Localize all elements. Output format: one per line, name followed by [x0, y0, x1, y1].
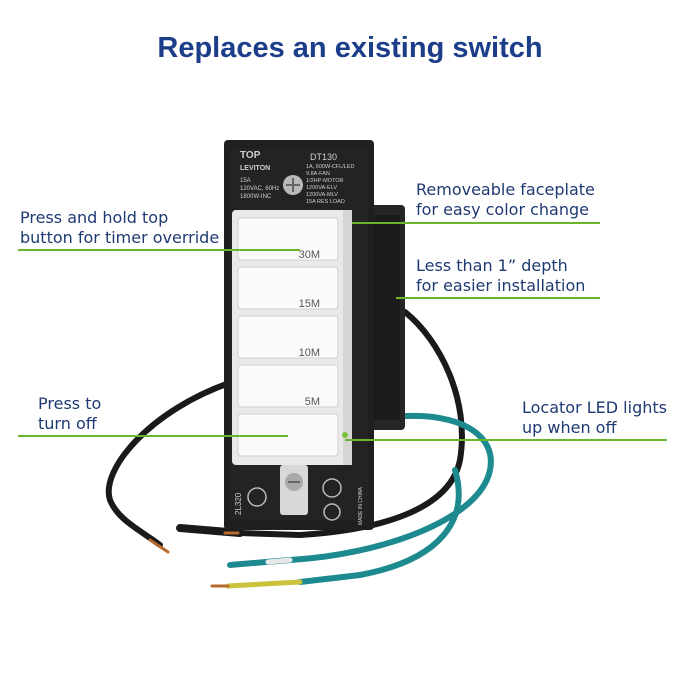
- button-10m[interactable]: [237, 315, 339, 359]
- ul-mark-icon: [322, 478, 342, 498]
- csa-mark-icon: [247, 487, 267, 507]
- callout-text: up when off: [522, 418, 617, 437]
- button-label: 10M: [299, 347, 320, 359]
- rating-right: 15A RES LOAD: [306, 199, 345, 205]
- callout-text: for easy color change: [416, 200, 589, 219]
- ground-mark-icon: [323, 503, 341, 521]
- page-title: Replaces an existing switch: [157, 32, 543, 64]
- callout-text: Locator LED lights: [522, 398, 667, 417]
- brand-mark: LEVITON: [240, 165, 270, 172]
- button-30m[interactable]: [237, 217, 339, 261]
- top-mark: TOP: [240, 150, 261, 161]
- callout-text: Press to: [38, 394, 102, 413]
- rating-left: 1800W-INC: [240, 194, 272, 200]
- rating-right: 1200VA-MLV: [306, 192, 338, 198]
- leader-line-timer-override: [18, 249, 300, 251]
- button-15m[interactable]: [237, 266, 339, 310]
- callout-locator-led: Locator LED lights up when off: [522, 398, 667, 438]
- rating-right: 1/2HP-MOTOR: [306, 178, 344, 184]
- button-5m[interactable]: [237, 364, 339, 408]
- rating-left: 15A: [240, 178, 251, 184]
- rating-right: 9.8A-FAN: [306, 171, 330, 177]
- callout-text: Press and hold top: [20, 208, 169, 227]
- rating-right: 1A, 600W-CFL/LED: [306, 164, 355, 170]
- green-wire: [210, 412, 494, 589]
- callout-text: button for timer override: [20, 228, 220, 247]
- black-wire-left: [105, 379, 235, 554]
- made-in-mark: MADE IN CHINA: [358, 487, 364, 525]
- callout-turn-off: Press to turn off: [38, 394, 101, 434]
- callout-text: Removeable faceplate: [416, 180, 595, 199]
- rating-left: 120VAC, 60Hz: [240, 186, 279, 192]
- rating-right: 1200VA-ELV: [306, 185, 337, 191]
- locator-led-icon: [342, 432, 348, 438]
- button-label: 15M: [299, 298, 320, 310]
- button-label: 30M: [299, 249, 320, 261]
- button-label: 5M: [305, 396, 320, 408]
- callout-text: turn off: [38, 414, 97, 433]
- side-code: 2L320: [234, 492, 243, 515]
- leader-line-locator-led: [345, 439, 667, 441]
- model-mark: DT130: [310, 152, 337, 162]
- callout-text: Less than 1” depth: [416, 256, 568, 275]
- callout-faceplate: Removeable faceplate for easy color chan…: [416, 180, 595, 220]
- leader-line-faceplate: [352, 222, 600, 224]
- callout-timer-override: Press and hold top button for timer over…: [20, 208, 219, 248]
- callout-depth: Less than 1” depth for easier installati…: [416, 256, 585, 296]
- leader-line-turn-off: [18, 435, 288, 437]
- callout-text: for easier installation: [416, 276, 586, 295]
- leader-line-depth: [396, 297, 600, 299]
